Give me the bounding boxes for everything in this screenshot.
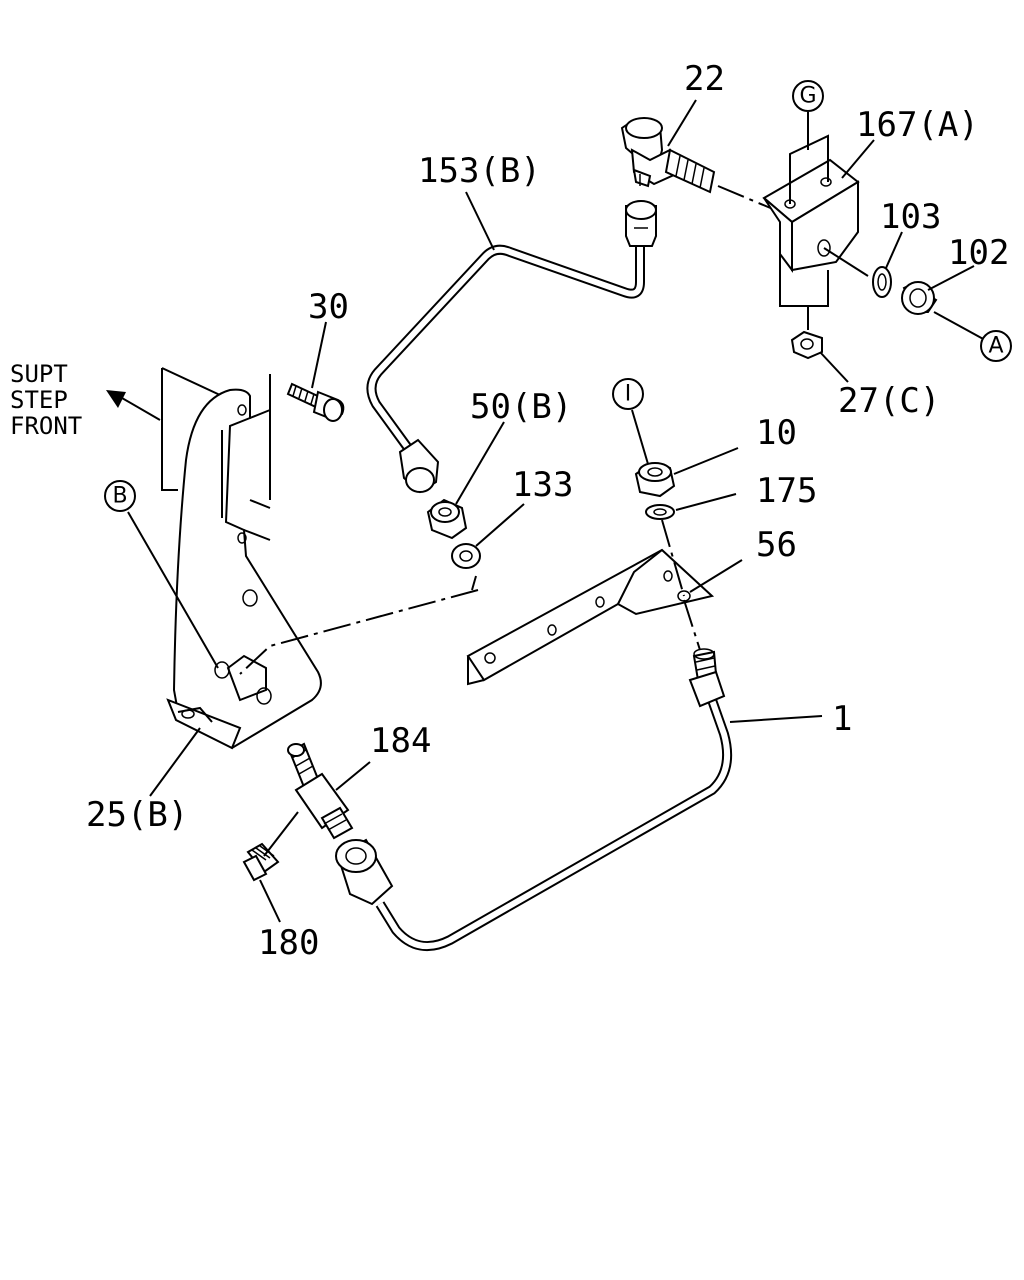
ref-mark-g: G [792, 80, 824, 112]
pipe-153b [366, 200, 657, 494]
label-10: 10 [756, 413, 797, 453]
leader-lines [127, 99, 997, 923]
ref-mark-a-text: A [988, 334, 1003, 359]
label-167a: 167(A) [856, 105, 979, 145]
label-102: 102 [948, 233, 1009, 273]
label-27c: 27(C) [838, 381, 940, 421]
pipe-1 [335, 648, 732, 951]
centerline-133 [471, 575, 477, 591]
bracket-25b [161, 367, 322, 750]
nut-10 [634, 462, 676, 498]
centerline-bracket [239, 589, 479, 675]
label-50b: 50(B) [470, 387, 572, 427]
label-133: 133 [512, 465, 573, 505]
nut-50b [426, 498, 468, 540]
fitting-184 [287, 742, 354, 840]
direction-note: SUPT STEP FRONT [10, 360, 161, 440]
label-56: 56 [756, 525, 797, 565]
ref-mark-a: A [980, 330, 1012, 362]
label-1: 1 [832, 699, 852, 739]
label-30: 30 [308, 287, 349, 327]
label-153b: 153(B) [418, 151, 541, 191]
label-25b: 25(B) [86, 795, 188, 835]
ref-mark-b: B [104, 480, 136, 512]
nut-102 [901, 281, 938, 315]
washer-103 [872, 266, 892, 298]
direction-note-line3: FRONT [10, 412, 82, 440]
ref-mark-b-text: B [112, 484, 127, 509]
plug-180 [242, 842, 280, 882]
block-167a [717, 134, 869, 330]
fitting-22 [620, 117, 716, 194]
label-103: 103 [880, 197, 941, 237]
direction-note-line2: STEP [10, 386, 68, 414]
bolt-30 [286, 382, 345, 422]
direction-note-line1: SUPT [10, 360, 68, 388]
part-labels: 22 167(A) 153(B) 103 102 30 27(C) 50(B) … [86, 59, 1009, 963]
washer-133 [451, 543, 481, 569]
label-180: 180 [258, 923, 319, 963]
nut-27c [790, 330, 823, 360]
bracket-56 [466, 519, 715, 686]
label-184: 184 [370, 721, 431, 761]
label-175: 175 [756, 471, 817, 511]
label-22: 22 [684, 59, 725, 99]
ref-mark-i: I [612, 378, 644, 410]
washer-175 [645, 504, 675, 520]
direction-arrow-shaft [121, 397, 161, 421]
ref-mark-g-text: G [799, 84, 816, 109]
ref-mark-i-text: I [625, 382, 632, 407]
direction-arrow-head-icon [106, 390, 126, 408]
